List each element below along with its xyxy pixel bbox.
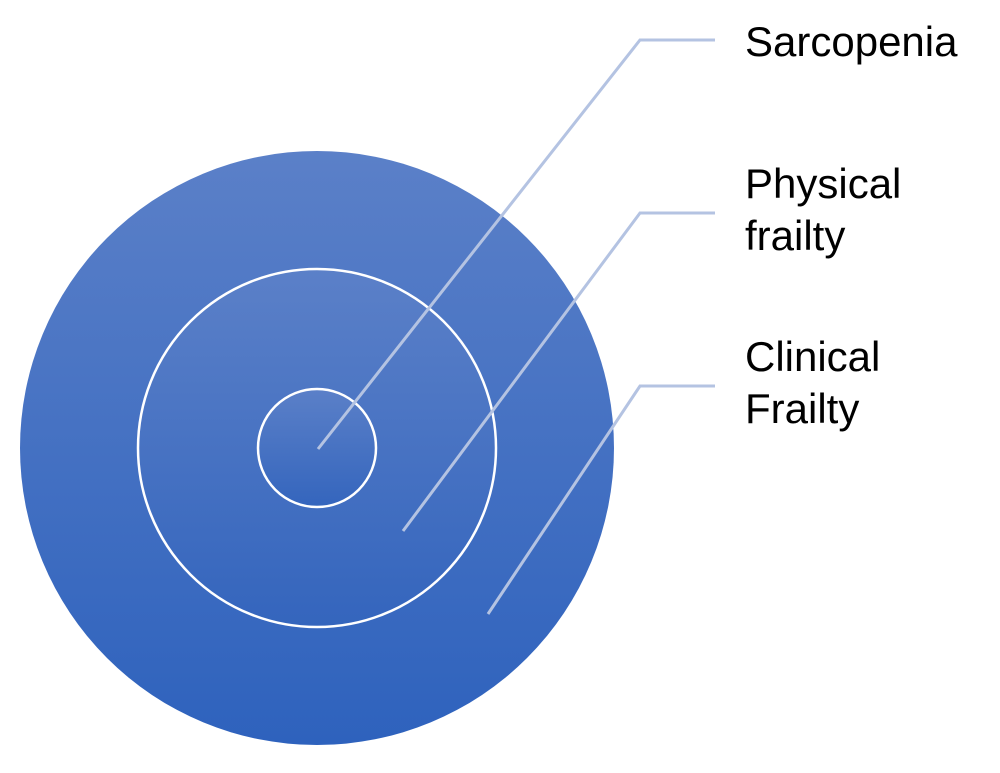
clinical-frailty-line1: Clinical (745, 333, 881, 380)
physical-frailty-leader-line (401, 211, 715, 532)
sarcopenia-leader-line (316, 38, 715, 450)
physical-frailty-line2: frailty (745, 212, 846, 259)
sarcopenia-label: Sarcopenia (745, 16, 957, 68)
sarcopenia-text: Sarcopenia (745, 18, 958, 65)
physical-frailty-label: Physical frailty (745, 158, 901, 262)
clinical-frailty-leader-line (486, 384, 715, 615)
physical-frailty-line1: Physical (745, 160, 902, 207)
clinical-frailty-line2: Frailty (745, 385, 860, 432)
